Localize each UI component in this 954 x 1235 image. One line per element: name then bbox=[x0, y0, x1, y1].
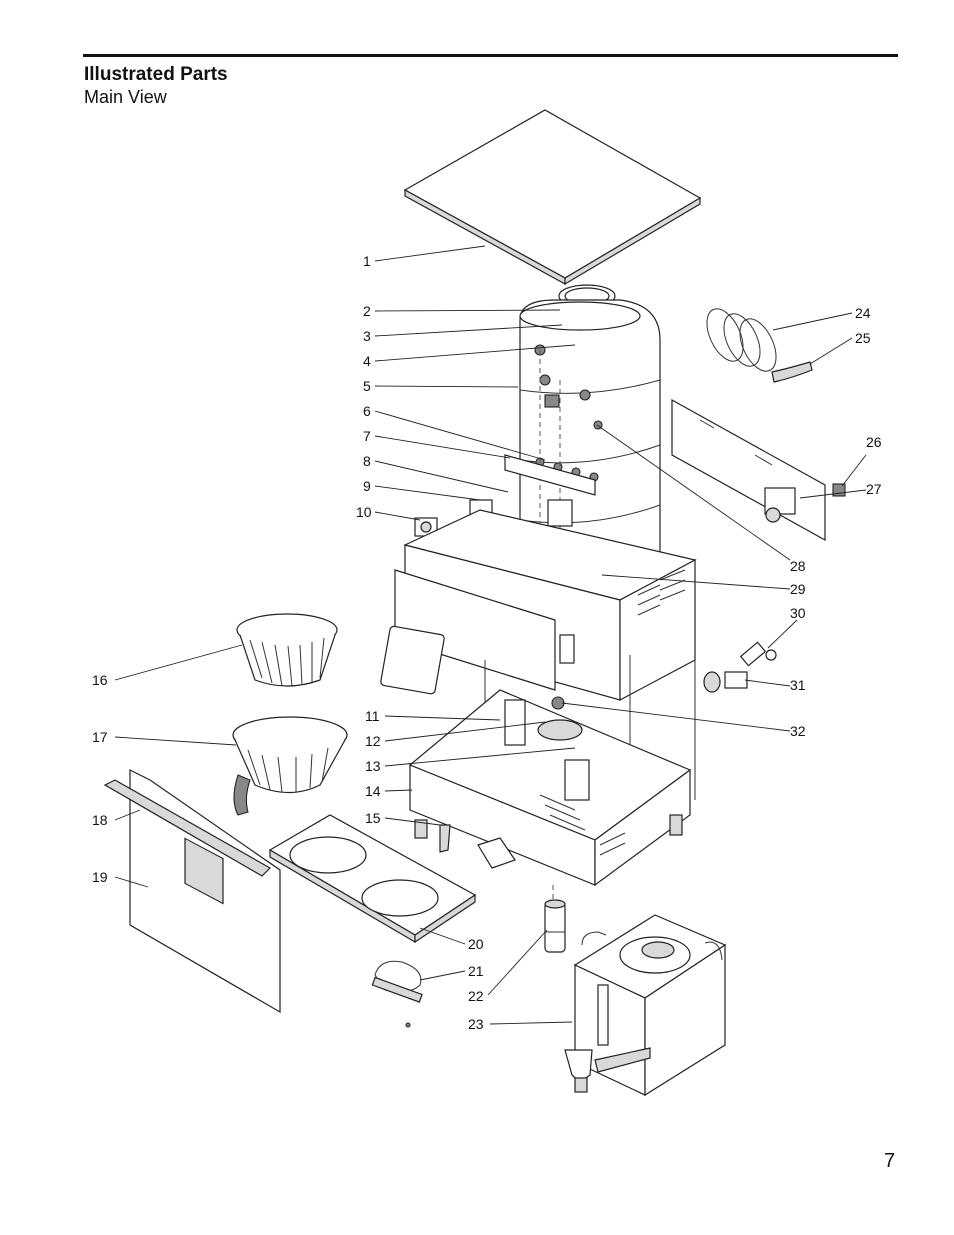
part-brew-funnel bbox=[232, 716, 348, 816]
callout-1: 1 bbox=[363, 253, 371, 269]
callout-20: 20 bbox=[468, 936, 484, 952]
callout-19: 19 bbox=[92, 869, 108, 885]
callout-15: 15 bbox=[365, 810, 381, 826]
part-drip-tray bbox=[268, 814, 477, 944]
callout-22: 22 bbox=[468, 988, 484, 1004]
callout-11: 11 bbox=[365, 708, 380, 724]
callout-4: 4 bbox=[363, 353, 371, 369]
part-base-frame bbox=[408, 655, 696, 887]
page-title: Illustrated Parts bbox=[84, 64, 228, 85]
part-main-housing bbox=[380, 509, 697, 701]
callout-31: 31 bbox=[790, 677, 806, 693]
callout-labels: 1 2 3 4 5 6 7 8 9 10 11 12 13 14 15 16 1… bbox=[92, 253, 882, 1032]
callout-26: 26 bbox=[866, 434, 882, 450]
page-number: 7 bbox=[884, 1150, 896, 1172]
callout-2: 2 bbox=[363, 303, 371, 319]
callout-13: 13 bbox=[365, 758, 381, 774]
callout-12: 12 bbox=[365, 733, 381, 749]
callout-32: 32 bbox=[790, 723, 806, 739]
callout-30: 30 bbox=[790, 605, 806, 621]
header-rule bbox=[83, 54, 898, 57]
part-terminal-bracket bbox=[504, 454, 596, 496]
part-tubing bbox=[706, 308, 813, 383]
callout-23: 23 bbox=[468, 1016, 484, 1032]
part-sight-tube bbox=[544, 885, 566, 953]
part-front-panel bbox=[103, 769, 281, 1014]
callout-6: 6 bbox=[363, 403, 371, 419]
callout-5: 5 bbox=[363, 378, 371, 394]
callout-18: 18 bbox=[92, 812, 108, 828]
callout-16: 16 bbox=[92, 672, 108, 688]
callout-24: 24 bbox=[855, 305, 871, 321]
callout-27: 27 bbox=[866, 481, 882, 497]
page-subtitle: Main View bbox=[84, 87, 167, 107]
callout-10: 10 bbox=[356, 504, 372, 520]
part-dispenser bbox=[564, 914, 727, 1097]
callout-8: 8 bbox=[363, 453, 371, 469]
part-rear-panel bbox=[671, 398, 846, 542]
part-warmer-element bbox=[371, 960, 423, 1028]
callout-7: 7 bbox=[363, 428, 371, 444]
callout-14: 14 bbox=[365, 783, 381, 799]
leader-lines bbox=[114, 245, 867, 1025]
part-paper-filter bbox=[236, 613, 338, 687]
callout-9: 9 bbox=[363, 478, 371, 494]
callout-3: 3 bbox=[363, 328, 371, 344]
callout-17: 17 bbox=[92, 729, 108, 745]
part-switches bbox=[703, 641, 777, 693]
callout-28: 28 bbox=[790, 558, 806, 574]
callout-21: 21 bbox=[468, 963, 484, 979]
part-top-lid bbox=[403, 109, 702, 286]
callout-25: 25 bbox=[855, 330, 871, 346]
callout-29: 29 bbox=[790, 581, 806, 597]
